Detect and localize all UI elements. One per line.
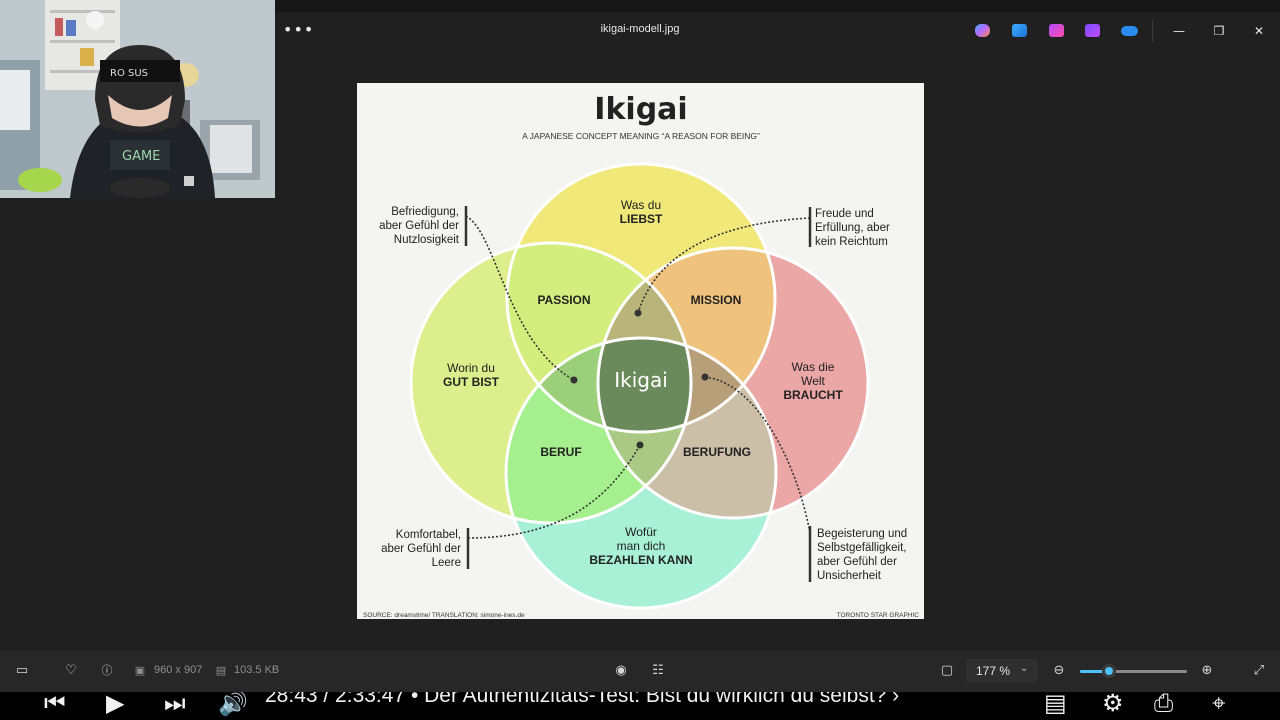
settings-icon[interactable]: ⚙ (1102, 692, 1124, 717)
zoom-dropdown[interactable]: 177 % ⌄ (966, 659, 1038, 683)
webcam-overlay: GAME RO SUS (0, 0, 275, 198)
callout-top-right-2: Erfüllung, aber (815, 222, 890, 234)
ikigai-diagram: Ikigai A JAPANESE CONCEPT MEANING “A REA… (363, 92, 920, 619)
callout-dots (570, 309, 709, 449)
zoom-slider-fill (1080, 670, 1109, 673)
left-circle-line2: GUT BIST (443, 375, 500, 389)
mission-label: MISSION (691, 293, 742, 307)
circle-outlines (409, 162, 870, 610)
image-size-icon: ▣ (134, 664, 146, 677)
callout-bottom-left-3: Leere (432, 557, 461, 569)
callout-top-left-3: Nutzlosigkeit (394, 234, 460, 246)
svg-text:GAME: GAME (122, 149, 160, 164)
svg-text:RO SUS: RO SUS (110, 68, 148, 79)
favorite-heart-icon[interactable]: ♡ (65, 663, 77, 678)
left-circle-line1: Worin du (447, 361, 495, 375)
zoom-value: 177 % (976, 664, 1011, 678)
bottom-circle-line2: man dich (617, 539, 666, 553)
subtitles-icon[interactable]: ▤ (1044, 692, 1067, 717)
passion-label: PASSION (537, 293, 590, 307)
top-strip (0, 0, 1280, 12)
minimize-icon[interactable]: — (1173, 24, 1185, 38)
chevron-down-icon: ⌄ (1020, 663, 1029, 674)
info-icon[interactable]: ⓘ (101, 664, 113, 677)
top-circle-line1: Was du (621, 198, 661, 212)
callout-leaders (465, 215, 811, 539)
filmstrip-icon[interactable]: ▭ (15, 663, 29, 678)
image-credit: TORONTO STAR GRAPHIC (837, 612, 920, 619)
zoom-in-icon[interactable]: ⊕ (1201, 663, 1213, 678)
callout-bottom-right-3: aber Gefühl der (817, 556, 897, 568)
callout-top-left-2: aber Gefühl der (379, 220, 459, 232)
text-scan-icon[interactable]: ☷ (652, 663, 664, 678)
video-player-controls: ⏮ ▶ ⏭ 🔊 28:43 / 2:33:47 • Der Authentizi… (0, 692, 1280, 720)
callout-bottom-right-1: Begeisterung und (817, 528, 907, 540)
right-circle-line3: BRAUCHT (783, 388, 843, 402)
title-bar: ••• ikigai-modell.jpg — ❐ ✕ (275, 12, 1280, 50)
volume-icon[interactable]: 🔊 (218, 692, 248, 717)
overlap-bottom-right-top (598, 338, 775, 432)
callout-bottom-right-2: Selbstgefälligkeit, (817, 542, 907, 554)
zoom-slider[interactable] (1080, 664, 1187, 678)
previous-icon[interactable]: ⏮ (44, 692, 66, 717)
next-icon[interactable]: ⏭ (164, 692, 186, 717)
disk-icon: ▤ (215, 664, 227, 677)
ikigai-image[interactable]: Ikigai A JAPANESE CONCEPT MEANING “A REA… (357, 83, 924, 619)
designer-icon[interactable] (1012, 24, 1027, 37)
play-icon[interactable]: ▶ (106, 692, 125, 717)
callout-top-right-1: Freude und (815, 208, 874, 220)
bottom-toolbar: ▭ ♡ ⓘ ▣ 960 x 907 ▤ 103.5 KB ◉ ☷ ▢ 177 %… (0, 650, 1280, 692)
window-title: ikigai-modell.jpg (600, 23, 680, 35)
callout-bottom-right-4: Unsicherheit (817, 570, 882, 582)
restore-icon[interactable]: ❐ (1213, 24, 1225, 38)
visual-search-icon[interactable]: ◉ (615, 663, 627, 678)
ikigai-center-label: Ikigai (614, 368, 668, 392)
title-separator (1152, 20, 1153, 42)
callout-top-left-1: Befriedigung, (391, 206, 459, 218)
top-circle-line2: LIEBST (620, 212, 663, 226)
fullscreen-exit-icon[interactable]: ⌖ (1212, 692, 1226, 717)
callout-top-right-3: kein Reichtum (815, 236, 888, 248)
overlap-bottom-left-top (507, 338, 691, 432)
right-circle-line1: Was die (792, 360, 835, 374)
cast-icon[interactable]: ⎙ (1154, 692, 1174, 717)
callout-brackets (464, 206, 812, 582)
copilot-icon[interactable] (975, 24, 990, 37)
image-source: SOURCE: dreamstime/ TRANSLATION: simone-… (363, 612, 525, 619)
file-size: 103.5 KB (234, 664, 280, 676)
fullscreen-icon[interactable]: ⤢ (1253, 663, 1265, 678)
fit-screen-icon[interactable]: ▢ (940, 663, 954, 678)
berufung-label: BERUFUNG (683, 445, 751, 459)
close-icon[interactable]: ✕ (1253, 24, 1265, 38)
overlap-top-left-right (598, 248, 691, 432)
bottom-circle-line3: BEZAHLEN KANN (589, 553, 692, 567)
video-editor-icon[interactable] (1085, 24, 1100, 37)
bottom-circle-line1: Wofür (625, 525, 657, 539)
callout-bottom-left-2: aber Gefühl der (381, 543, 461, 555)
zoom-slider-thumb[interactable] (1101, 664, 1116, 678)
image-dimensions: 960 x 907 (154, 664, 203, 676)
callout-bottom-left-1: Komfortabel, (396, 529, 461, 541)
diagram-subtitle: A JAPANESE CONCEPT MEANING “A REASON FOR… (522, 131, 760, 141)
right-circle-line2: Welt (801, 374, 825, 388)
time-and-chapter[interactable]: 28:43 / 2:33:47 • Der Authentizitäts-Tes… (265, 692, 900, 707)
zoom-out-icon[interactable]: ⊖ (1053, 663, 1065, 678)
webcam-scene: GAME RO SUS (0, 0, 275, 198)
beruf-label: BERUF (540, 445, 581, 459)
onedrive-icon[interactable] (1121, 26, 1138, 36)
diagram-title: Ikigai (594, 92, 687, 127)
clipchamp-icon[interactable] (1049, 24, 1064, 37)
overlap-left-right-bottom (598, 338, 691, 518)
